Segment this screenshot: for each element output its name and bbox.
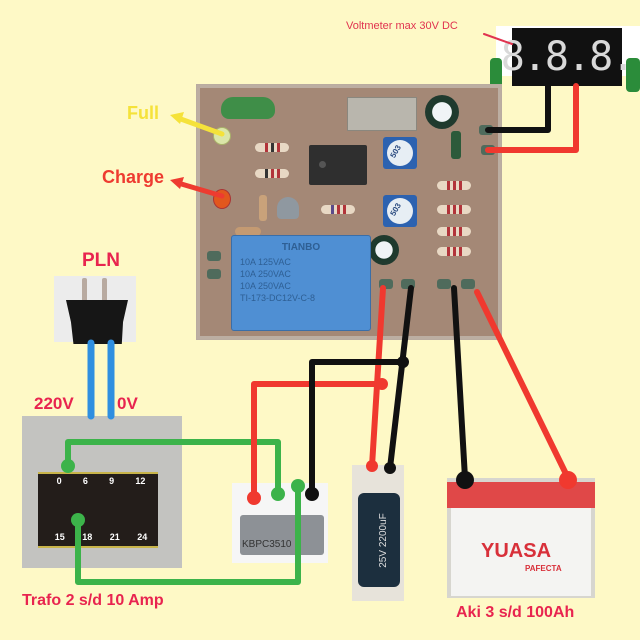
resistor [429, 181, 479, 190]
input-terminal [207, 269, 221, 279]
diode [259, 195, 267, 221]
electrolytic-capacitor-large: 25V 2200uF [352, 465, 404, 601]
output-terminal [461, 279, 475, 289]
trimpot: 503 [383, 137, 417, 169]
electrolytic-capacitor [369, 235, 399, 265]
trafo-label: Trafo 2 s/d 10 Amp [22, 592, 164, 609]
voltmeter-terminal-neg [479, 125, 493, 135]
ic-chip [309, 145, 367, 185]
charge-label: Charge [102, 167, 165, 187]
aki-label: Aki 3 s/d 100Ah [456, 604, 575, 621]
film-capacitor [221, 97, 275, 119]
voltmeter-terminal-pos [481, 145, 495, 155]
diode-small [227, 227, 269, 236]
resistor [429, 247, 479, 256]
0v-label: 0V [117, 394, 138, 413]
resistor [313, 205, 363, 214]
output-terminal [437, 279, 451, 289]
resistor [247, 169, 297, 178]
led-charge [213, 189, 231, 209]
voltmeter-digits: 8.8.8. [500, 34, 635, 80]
voltmeter-module: 8.8.8. [490, 18, 640, 92]
led-full [213, 127, 231, 145]
output-terminal [379, 279, 393, 289]
diode [451, 131, 461, 159]
220v-label: 220V [34, 394, 74, 413]
resistor [247, 143, 297, 152]
battery: YUASA PAFECTA [447, 478, 595, 598]
node-black [397, 356, 409, 368]
node-red [376, 378, 388, 390]
ceramic-capacitor [347, 97, 417, 131]
output-terminal [401, 279, 415, 289]
pln-label: PLN [82, 250, 120, 271]
resistor [429, 227, 479, 236]
electrolytic-capacitor [425, 95, 459, 129]
voltmeter-display: 8.8.8. [501, 28, 635, 86]
pcb-board: 503 503 TIANBO 10A 125VAC 10A 250VAC 10A… [196, 84, 502, 340]
trimpot: 503 [383, 195, 417, 227]
relay: TIANBO 10A 125VAC 10A 250VAC 10A 250VAC … [231, 235, 371, 331]
resistor [429, 205, 479, 214]
voltmeter-label: Voltmeter max 30V DC [346, 20, 458, 32]
arrow-charge-head [170, 177, 184, 189]
input-terminal [207, 251, 221, 261]
full-label: Full [127, 103, 159, 123]
bridge-rectifier: KBPC3510 [232, 483, 328, 563]
arrow-full-head [170, 112, 184, 124]
transistor [277, 197, 299, 219]
power-plug [54, 276, 136, 344]
